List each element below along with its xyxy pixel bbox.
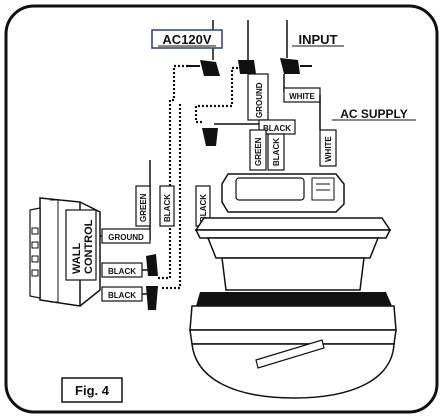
wall-control-label-box	[65, 209, 97, 281]
ground-wc-label: GROUND	[108, 233, 144, 242]
wall-control-label: WALL CONTROL	[71, 219, 95, 274]
ground-wc-box	[101, 228, 151, 244]
wire-nut-left-top	[186, 60, 220, 76]
green-fan-label: GREEN	[254, 137, 263, 166]
black-wc1-label: BLACK	[108, 267, 136, 276]
ground-top-label: GROUND	[255, 82, 264, 118]
dotted-wires	[156, 64, 238, 290]
green-fan-box	[249, 129, 267, 171]
white-fan-box	[319, 129, 337, 167]
fig-label: Fig. 4	[75, 383, 110, 398]
ac120v-box	[151, 29, 223, 49]
wire-nut-wc2	[146, 286, 158, 310]
white-fan-label: WHITE	[324, 136, 333, 162]
wire-nut-right-top	[280, 58, 312, 74]
green-left-box	[135, 185, 151, 227]
ground-top-box	[247, 73, 269, 121]
black-left-label: BLACK	[163, 194, 172, 222]
black-mid-label: BLACK	[263, 124, 291, 133]
black-wc2-label: BLACK	[108, 291, 136, 300]
ac-supply-label: AC SUPPLY	[340, 107, 408, 121]
black-left-box	[159, 185, 175, 227]
wire-nut-wc1	[146, 254, 158, 276]
black-right-label: BLACK	[199, 194, 208, 222]
white-top-label: WHITE	[289, 92, 315, 101]
wire-nut-mid	[202, 128, 218, 146]
fig-label-box	[61, 377, 123, 403]
green-left-label: GREEN	[139, 193, 148, 222]
wall-control-line2: CONTROL	[83, 219, 95, 274]
ac120v-label: AC120V	[162, 32, 211, 47]
fan-body	[189, 173, 397, 399]
input-label: INPUT	[299, 32, 338, 47]
black-fan-box	[267, 133, 285, 171]
wire-nut-mid-top	[238, 60, 256, 74]
wall-control-line1: WALL	[71, 243, 83, 274]
black-fan-label: BLACK	[272, 138, 281, 166]
